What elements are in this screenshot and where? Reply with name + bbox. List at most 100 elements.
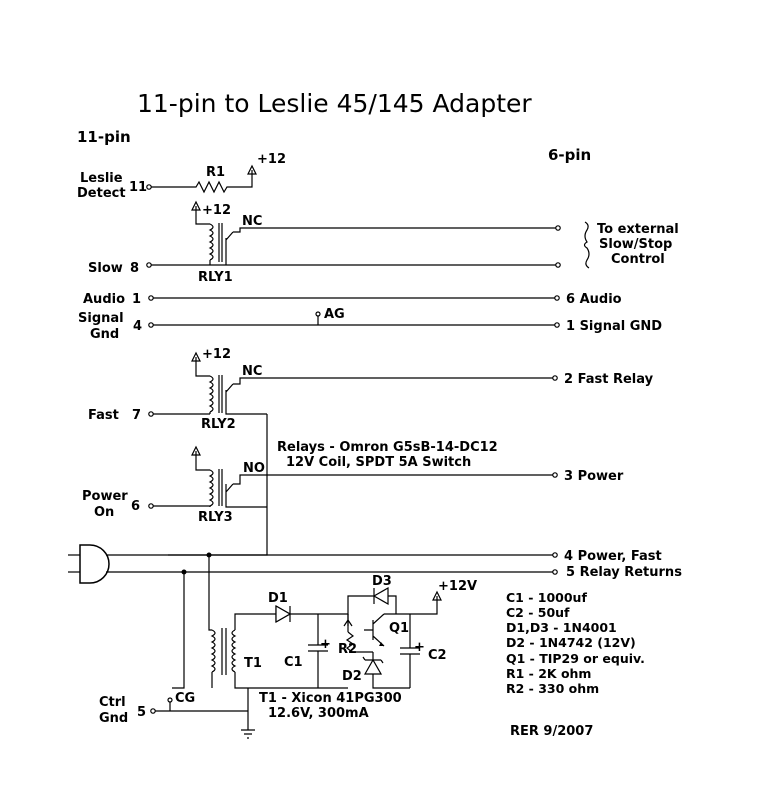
transformer-note-line-1: T1 - Xicon 41PG300 [259, 691, 402, 706]
rly3-label: RLY3 [198, 510, 233, 525]
parts-list-item: Q1 - TIP29 or equiv. [506, 651, 645, 666]
plus12-arrow-r1 [247, 164, 257, 175]
fast-label: Fast [88, 408, 119, 423]
t1-primary-coil [210, 629, 216, 673]
plus12-label-rly1: +12 [202, 203, 231, 218]
c2-plus: + [414, 640, 425, 655]
ext-control-terminal-a [555, 225, 561, 231]
c1-plus: + [320, 637, 331, 652]
q1-transistor [364, 613, 385, 647]
pin-1-signal-gnd-terminal [554, 322, 560, 328]
rly2-nc-label: NC [242, 364, 262, 379]
plus12-arrow-rly1 [191, 200, 201, 211]
parts-list-item: D1,D3 - 1N4001 [506, 620, 617, 635]
pin-5-number: 5 [137, 705, 146, 720]
ext-control-brace [583, 221, 590, 269]
t1-label: T1 [244, 656, 262, 671]
relay-note-line-2: 12V Coil, SPDT 5A Switch [286, 455, 471, 470]
ac-plug [79, 544, 110, 584]
t1-secondary-return [234, 672, 348, 730]
parts-list-item: R2 - 330 ohm [506, 681, 599, 696]
pin-7-terminal [148, 411, 154, 417]
ctrl-gnd-label-2: Gnd [99, 711, 128, 726]
plus12-arrow-rly2 [191, 351, 201, 362]
plus12v-label: +12V [438, 579, 477, 594]
relay-3: NO RLY3 3 Power [191, 445, 624, 525]
plus12-arrow-rly3 [191, 445, 201, 456]
ag-label: AG [324, 307, 345, 322]
r2-resistor [345, 631, 373, 653]
rly2-nc-contact [225, 377, 553, 400]
ctrl-gnd-label-1: Ctrl [99, 695, 126, 710]
ext-control-line-1: To external [597, 222, 679, 237]
pin-3-power-terminal [552, 472, 558, 478]
right-pin-1-signal-gnd: 1 Signal GND [566, 319, 662, 334]
rly1-coil [208, 223, 214, 261]
c1-capacitor [308, 614, 328, 688]
d2-return [372, 674, 410, 689]
rly2-coil [208, 375, 214, 413]
q1-label: Q1 [389, 621, 409, 636]
signal-gnd-line: Signal Gnd 4 AG 1 Signal GND [78, 307, 662, 342]
t1-secondary-coil [231, 629, 237, 673]
ext-control-terminal-b [555, 262, 561, 268]
t1-secondary-top [234, 613, 268, 630]
ac-line: 4 Power, Fast 5 Relay Returns [68, 544, 682, 584]
audio-line: Audio 1 6 Audio [83, 292, 622, 307]
r1-resistor [151, 170, 253, 194]
pin-11-terminal [146, 184, 152, 190]
r1-label: R1 [206, 165, 225, 180]
pin-8-terminal [146, 262, 152, 268]
parts-list-item: D2 - 1N4742 (12V) [506, 635, 636, 650]
ground-symbol [241, 729, 255, 739]
ag-terminal [315, 311, 321, 317]
rly3-no-label: NO [243, 461, 265, 476]
pin-4-power-fast-terminal [552, 552, 558, 558]
rly1-coil-feed [195, 206, 210, 225]
rly3-no-contact [225, 474, 553, 494]
relay-note-line-1: Relays - Omron G5sB-14-DC12 [277, 440, 498, 455]
pin-2-fast-relay-terminal [552, 375, 558, 381]
pin-5-terminal [150, 708, 156, 714]
fast-line: Fast 7 [88, 408, 210, 423]
rly2-label: RLY2 [201, 417, 236, 432]
rly3-coil-feed [195, 451, 210, 471]
q1-emitter-arrow [379, 642, 384, 646]
pin-5-relay-returns-terminal [552, 569, 558, 575]
d1-label: D1 [268, 591, 288, 606]
pin-6-terminal [148, 503, 154, 509]
leslie-detect-circuit: Leslie Detect 11 R1 +12 [77, 152, 286, 201]
parts-list: C1 - 1000uf C2 - 50uf D1,D3 - 1N4001 D2 … [506, 590, 645, 696]
pin-6-audio-terminal [554, 295, 560, 301]
leslie-detect-label-2: Detect [77, 186, 126, 201]
plus12v-arrow [432, 590, 442, 601]
right-pin-6-audio: 6 Audio [566, 292, 622, 307]
d3-wiring [318, 595, 397, 615]
rly2-common [225, 400, 267, 415]
pin-1-number: 1 [132, 292, 141, 307]
rly3-coil [208, 469, 214, 507]
signal-gnd-label-1: Signal [78, 311, 124, 326]
power-on-label-2: On [94, 505, 114, 520]
signal-gnd-label-2: Gnd [90, 327, 119, 342]
right-pin-4-power-fast: 4 Power, Fast [564, 549, 662, 564]
d2-body [363, 658, 383, 675]
rly1-label: RLY1 [198, 270, 233, 285]
c2-capacitor [400, 614, 420, 688]
pin-1-terminal [148, 295, 154, 301]
power-on-line: Power On 6 [82, 489, 210, 520]
t1-primary-feed [208, 555, 212, 631]
c2-label: C2 [428, 648, 447, 663]
right-pin-3-power: 3 Power [564, 469, 624, 484]
rly1-nc-label: NC [242, 214, 262, 229]
pin-6-number: 6 [131, 499, 140, 514]
d3-body [372, 586, 389, 606]
transformer-note-line-2: 12.6V, 300mA [268, 706, 369, 721]
audio-label: Audio [83, 292, 125, 307]
c1-label: C1 [284, 655, 303, 670]
relay-1: +12 NC RLY1 [191, 200, 561, 285]
parts-list-item: R1 - 2K ohm [506, 666, 591, 681]
header-6-pin: 6-pin [548, 146, 591, 164]
slow-line: Slow 8 [88, 261, 561, 276]
